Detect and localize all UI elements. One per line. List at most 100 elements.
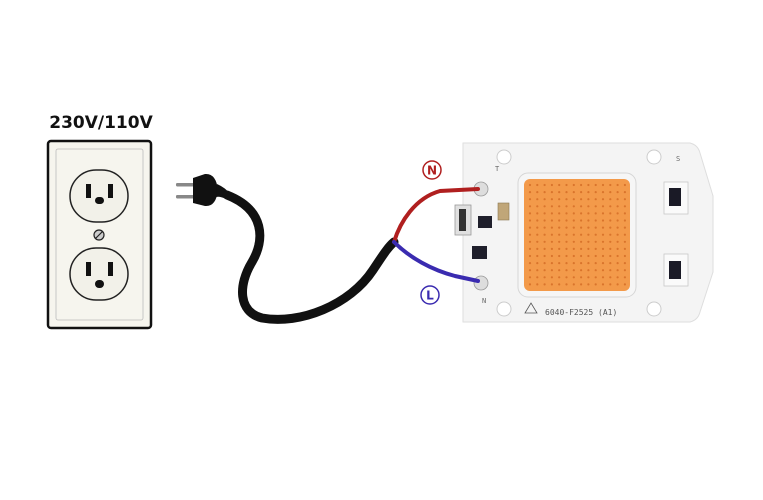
led-chip-dot <box>594 254 597 258</box>
led-chip-dot <box>616 198 619 201</box>
neutral-label-text: N <box>427 164 437 178</box>
led-chip-dot <box>558 247 561 250</box>
led-chip-dot <box>550 240 554 243</box>
led-chip-dot <box>623 254 627 258</box>
led-chip-dot <box>572 276 575 279</box>
led-chip-dot <box>601 212 605 215</box>
led-chip-dot <box>587 183 590 187</box>
led-chip-dot <box>623 191 627 194</box>
led-chip-dot <box>565 240 568 243</box>
led-chip-dot <box>587 276 590 279</box>
led-chip-dot <box>580 233 583 236</box>
led-chip-dot <box>536 283 539 286</box>
led-chip-dot <box>536 219 539 222</box>
led-chip-dot <box>609 191 612 194</box>
led-chip-dot <box>536 240 539 243</box>
led-emitter <box>524 179 630 291</box>
led-chip-dot <box>616 219 619 222</box>
led-chip-dot <box>609 233 612 236</box>
led-chip-dot <box>609 205 612 208</box>
led-chip-dot <box>536 205 539 208</box>
led-chip-dot <box>565 205 568 208</box>
led-chip-dot <box>528 269 532 272</box>
led-chip-dot <box>550 198 554 201</box>
led-cob-module: T N S 6040-F2525 (A1) <box>454 142 714 323</box>
led-chip-dot <box>550 262 554 265</box>
led-chip-dot <box>580 205 583 208</box>
led-chip-dot <box>601 226 605 229</box>
led-chip-dot <box>623 269 627 272</box>
wall-outlet <box>46 139 153 330</box>
led-chip-dot <box>558 254 561 258</box>
led-chip-dot <box>550 254 554 258</box>
led-chip-dot <box>543 233 546 236</box>
led-chip-dot <box>528 254 532 258</box>
led-chip-dot <box>543 254 546 258</box>
led-chip-dot <box>528 219 532 222</box>
led-chip-dot <box>550 212 554 215</box>
led-chip-dot <box>609 283 612 286</box>
led-chip-dot <box>594 212 597 215</box>
led-chip-dot <box>550 191 554 194</box>
led-chip-dot <box>587 205 590 208</box>
led-chip-dot <box>543 269 546 272</box>
led-chip-dot <box>580 191 583 194</box>
led-chip-dot <box>565 198 568 201</box>
led-chip-dot <box>587 240 590 243</box>
led-chip-dot <box>609 247 612 250</box>
led-chip-dot <box>543 205 546 208</box>
led-chip-dot <box>594 219 597 222</box>
led-chip-dot <box>580 226 583 229</box>
led-chip-dot <box>528 262 532 265</box>
led-chip-dot <box>558 183 561 187</box>
led-chip-dot <box>536 269 539 272</box>
led-chip-dot <box>536 198 539 201</box>
led-chip-dot <box>594 205 597 208</box>
led-chip-dot <box>558 233 561 236</box>
led-chip-dot <box>565 226 568 229</box>
led-chip-dot <box>616 269 619 272</box>
led-chip-dot <box>536 247 539 250</box>
led-chip-dot <box>558 276 561 279</box>
led-chip-dot <box>565 212 568 215</box>
led-chip-dot <box>623 283 627 286</box>
led-chip-dot <box>550 276 554 279</box>
led-chip-dot <box>543 240 546 243</box>
led-chip-dot <box>587 269 590 272</box>
led-chip-dot <box>601 219 605 222</box>
led-chip-dot <box>594 226 597 229</box>
led-chip-dot <box>587 283 590 286</box>
led-chip-dot <box>594 262 597 265</box>
led-chip-dot <box>528 276 532 279</box>
led-chip-dot <box>616 240 619 243</box>
led-chip-dot <box>536 183 539 187</box>
led-chip-dot <box>623 247 627 250</box>
led-chip-dot <box>528 212 532 215</box>
upper-receptacle <box>69 169 129 223</box>
led-chip-dot <box>558 205 561 208</box>
led-chip-dot <box>601 191 605 194</box>
led-chip-dot <box>616 183 619 187</box>
led-chip-dot <box>580 269 583 272</box>
led-chip-dot <box>616 212 619 215</box>
led-chip-dot <box>565 283 568 286</box>
led-chip-dot <box>623 205 627 208</box>
led-chip-dot <box>572 198 575 201</box>
led-chip-dot <box>572 254 575 258</box>
led-chip-dot <box>565 247 568 250</box>
led-chip-dot <box>616 247 619 250</box>
led-chip-dot <box>580 212 583 215</box>
led-chip-dot <box>580 198 583 201</box>
led-chip-dot <box>623 219 627 222</box>
led-chip-dot <box>543 276 546 279</box>
led-chip-dot <box>558 240 561 243</box>
led-chip-dot <box>550 219 554 222</box>
led-chip-dot <box>609 276 612 279</box>
led-chip-dot <box>528 183 532 187</box>
led-chip-dot <box>572 269 575 272</box>
led-chip-dot <box>536 226 539 229</box>
led-chip-dot <box>536 212 539 215</box>
led-chip-dot <box>623 262 627 265</box>
